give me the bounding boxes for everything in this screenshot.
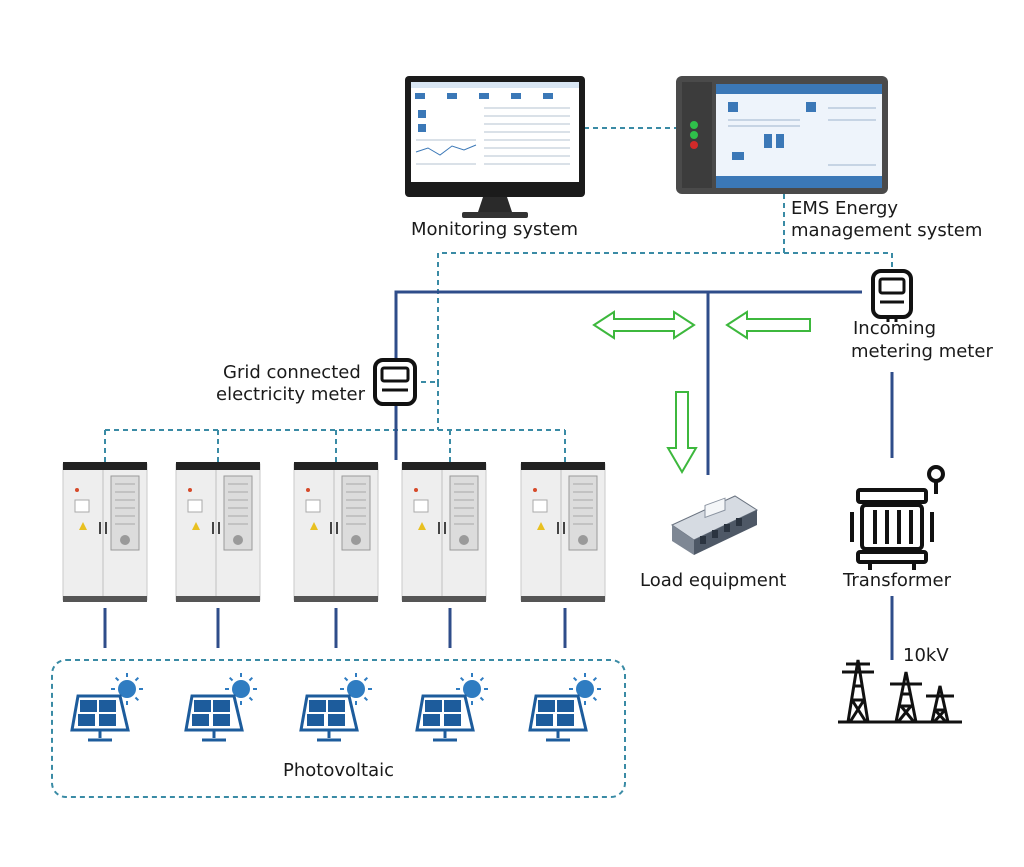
transformer-label: Transformer [843,570,952,591]
bidirectional-arrow-icon [592,310,696,340]
photovoltaic-label: Photovoltaic [283,760,394,781]
load-equipment-label: Load equipment [640,570,787,591]
storage-cabinet-icon [62,462,148,602]
solar-panel-icon [184,673,257,742]
down-arrow-icon [666,391,698,474]
storage-cabinet-icon [520,462,606,602]
solar-panels [70,673,601,742]
communication-lines [104,127,893,462]
grid-meter-label-line1: Grid connected [223,362,361,383]
storage-cabinet-icon [401,462,487,602]
ems-label-line1: EMS Energy [791,198,899,219]
grid-meter-label-line2: electricity meter [216,384,365,405]
power-lines [103,290,894,660]
load-equipment-icon [670,495,759,555]
storage-cabinet-icon [175,462,261,602]
transformer-icon [850,465,945,570]
solar-panel-icon [70,673,143,742]
ems-label-line2: management system [791,220,983,241]
incoming-meter-label-line1: Incoming [853,318,936,339]
incoming-meter-icon [871,269,913,322]
photovoltaic-group-frame [51,659,626,798]
incoming-meter-label-line2: metering meter [851,341,993,362]
monitoring-system-label: Monitoring system [411,219,579,240]
solar-panel-icon [299,673,372,742]
flow-arrows [592,310,811,474]
ems-panel-icon [676,76,888,194]
voltage-label: 10kV [903,645,949,666]
computer-monitor-icon [405,76,585,218]
grid-meter-icon [373,358,417,406]
solar-panel-icon [415,673,488,742]
transmission-tower-icon [838,659,962,724]
storage-cabinet-icon [293,462,379,602]
storage-cabinets [62,462,606,602]
solar-panel-icon [528,673,601,742]
left-arrow-icon [725,310,811,340]
